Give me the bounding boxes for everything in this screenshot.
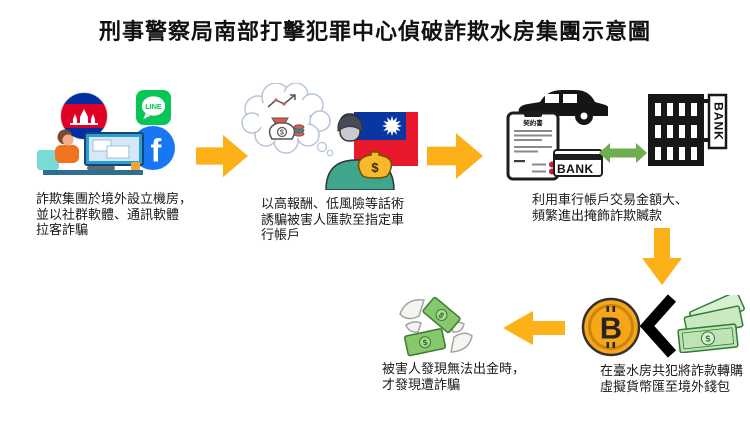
cash-dollar-label: $ bbox=[705, 333, 711, 343]
flow-arrow-right-1-icon bbox=[196, 131, 248, 181]
less-than-icon bbox=[640, 294, 676, 358]
bitcoin-b-label: B bbox=[600, 311, 622, 346]
bank-card-icon: BANK bbox=[553, 149, 603, 177]
thought-bubble-money-icon: $ bbox=[238, 83, 334, 161]
contract-document-icon: 契約書 bbox=[506, 111, 560, 181]
flying-bill2-dollar-label: $ bbox=[422, 338, 429, 348]
line-app-icon: LINE bbox=[136, 90, 171, 125]
bank-building-icon: BANK bbox=[646, 86, 728, 170]
stage4-caption: 在臺水房共犯將詐款轉購 虛擬貨幣匯至境外錢包 bbox=[600, 363, 744, 394]
victim-taiwan-flag-icon: $ bbox=[320, 106, 420, 190]
flow-arrow-right-2-icon bbox=[427, 130, 483, 182]
facebook-f-label: f bbox=[150, 132, 161, 168]
cambodia-flag-icon bbox=[60, 92, 108, 140]
exchange-arrow-icon bbox=[599, 141, 647, 165]
stage3-caption: 利用車行帳戶交易金額大、 頻繁進出掩飾詐欺贓款 bbox=[532, 192, 689, 223]
flow-arrow-left-icon bbox=[503, 309, 565, 347]
flow-arrow-down-icon bbox=[641, 228, 683, 286]
bitcoin-icon: B bbox=[581, 297, 641, 357]
diagram-title: 刑事警察局南部打擊犯罪中心偵破詐欺水房集團示意圖 bbox=[98, 19, 651, 44]
bank-card-label: BANK bbox=[557, 162, 594, 176]
stage2-caption: 以高報酬、低風險等話術 誘騙被害人匯款至指定車 行帳戶 bbox=[261, 196, 405, 242]
moneybag-dollar-label: $ bbox=[371, 160, 379, 175]
contract-title-label: 契約書 bbox=[522, 118, 543, 127]
flying-money-icon: $ $ bbox=[396, 292, 476, 362]
bank-sign-label: BANK bbox=[711, 102, 725, 141]
stage5-caption: 被害人發現無法出金時， 才發現遭詐騙 bbox=[382, 361, 526, 392]
cash-bills-icon: $ bbox=[677, 295, 750, 353]
thought-dollar-label: $ bbox=[280, 130, 284, 137]
stage1-caption: 詐欺集團於境外設立機房， 並以社群軟體、通訊軟體 拉客詐騙 bbox=[36, 191, 193, 237]
scammer-at-computer-icon bbox=[35, 128, 150, 176]
line-label: LINE bbox=[145, 102, 162, 111]
flying-bill1-dollar-label: $ bbox=[437, 310, 447, 320]
